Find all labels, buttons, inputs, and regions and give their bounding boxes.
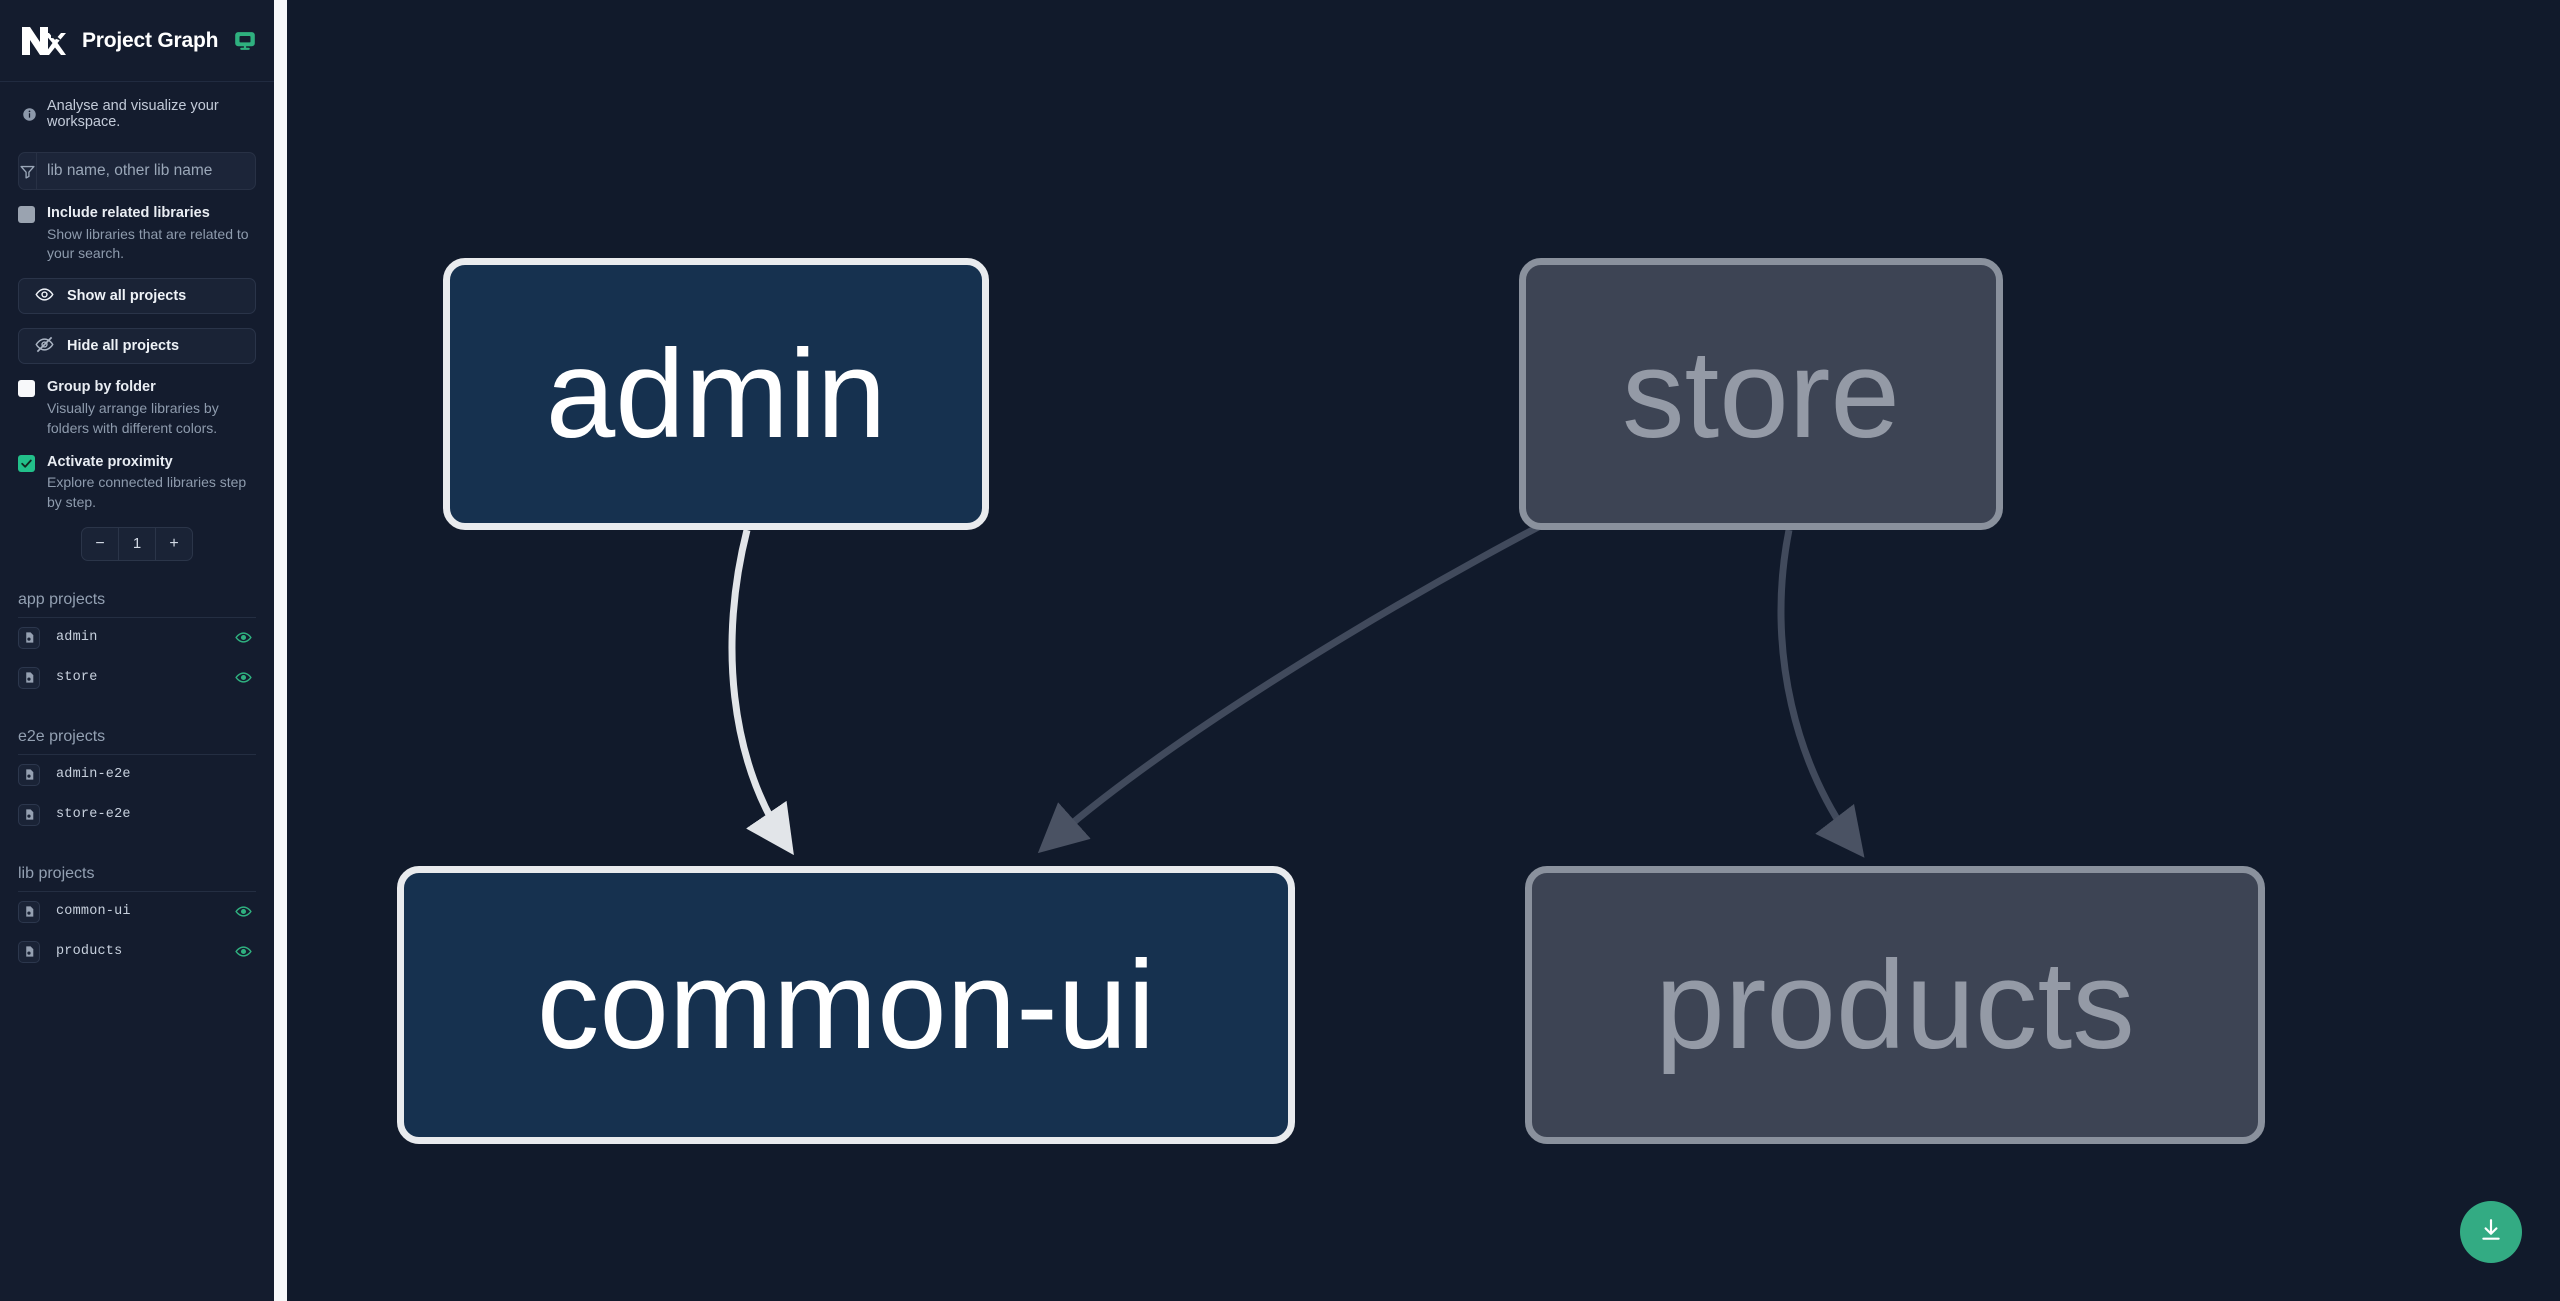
show-all-projects-button[interactable]: Show all projects <box>18 278 256 315</box>
visibility-eye-icon[interactable] <box>235 629 252 646</box>
group-by-folder-label: Group by folder <box>47 379 156 396</box>
nx-logo <box>18 21 66 61</box>
activate-proximity-option[interactable]: Activate proximity Explore connected lib… <box>0 439 274 513</box>
list-item[interactable]: admin <box>14 618 260 658</box>
sidebar: Project Graph Analyse and visualize your… <box>0 0 274 1301</box>
visibility-eye-icon[interactable] <box>235 943 252 960</box>
include-related-description: Show libraries that are related to your … <box>47 225 249 262</box>
edge-store-to-products <box>1777 529 1865 858</box>
hide-all-projects-label: Hide all projects <box>67 338 180 355</box>
project-file-icon <box>18 666 40 689</box>
project-name: store <box>56 670 98 686</box>
sidebar-tagline: Analyse and visualize your workspace. <box>0 82 274 142</box>
graph-canvas[interactable]: admin store common-ui products <box>287 0 2560 1301</box>
filter-funnel-icon <box>19 153 37 189</box>
section-title-lib-projects: lib projects <box>18 865 256 892</box>
section-title-app-projects: app projects <box>18 591 256 618</box>
proximity-decrement-button[interactable]: − <box>95 534 105 552</box>
sidebar-header: Project Graph <box>0 0 274 82</box>
group-by-folder-option[interactable]: Group by folder Visually arrange librari… <box>0 364 274 438</box>
include-related-checkbox[interactable] <box>18 206 35 223</box>
eye-icon <box>35 285 54 308</box>
info-icon <box>22 107 37 122</box>
search-input[interactable] <box>37 153 255 189</box>
graph-node-products[interactable]: products <box>1525 866 2265 1144</box>
project-name: products <box>56 944 123 960</box>
sidebar-scrollbar[interactable] <box>274 0 287 1301</box>
project-file-icon <box>18 940 40 963</box>
graph-node-admin[interactable]: admin <box>443 258 989 530</box>
graph-node-store[interactable]: store <box>1519 258 2003 530</box>
project-name: admin-e2e <box>56 767 131 783</box>
graph-node-label: store <box>1622 324 1900 464</box>
list-item[interactable]: products <box>14 932 260 972</box>
list-item[interactable]: store-e2e <box>14 795 260 835</box>
proximity-value: 1 <box>118 527 156 560</box>
section-title-e2e-projects: e2e projects <box>18 728 256 755</box>
activate-proximity-description: Explore connected libraries step by step… <box>47 474 247 511</box>
graph-node-label: products <box>1655 935 2135 1075</box>
include-related-libraries-option[interactable]: Include related libraries Show libraries… <box>0 190 274 264</box>
project-file-icon <box>18 626 40 649</box>
project-name: store-e2e <box>56 807 131 823</box>
visibility-eye-icon[interactable] <box>235 669 252 686</box>
activate-proximity-label: Activate proximity <box>47 453 173 470</box>
show-all-projects-label: Show all projects <box>67 288 187 305</box>
list-item[interactable]: store <box>14 658 260 698</box>
project-name: common-ui <box>56 904 131 920</box>
group-by-folder-description: Visually arrange libraries by folders wi… <box>47 399 219 436</box>
hide-all-projects-button[interactable]: Hide all projects <box>18 328 256 365</box>
graph-node-common-ui[interactable]: common-ui <box>397 866 1295 1144</box>
proximity-increment-button[interactable]: + <box>169 534 179 552</box>
project-file-icon <box>18 803 40 826</box>
edge-store-to-common-ui <box>1037 486 1613 854</box>
include-related-label: Include related libraries <box>47 205 210 221</box>
search-box[interactable] <box>18 152 256 190</box>
list-item[interactable]: common-ui <box>14 892 260 932</box>
graph-node-label: common-ui <box>536 935 1156 1075</box>
page-title: Project Graph <box>82 28 219 52</box>
visibility-eye-icon[interactable] <box>235 903 252 920</box>
download-graph-button[interactable] <box>2460 1201 2522 1263</box>
proximity-stepper[interactable]: − 1 + <box>81 526 193 561</box>
download-icon <box>2478 1217 2504 1248</box>
edge-admin-to-common-ui <box>728 529 794 856</box>
eye-off-icon <box>35 335 54 358</box>
graph-node-label: admin <box>545 324 887 464</box>
project-name: admin <box>56 630 98 646</box>
project-file-icon <box>18 900 40 923</box>
list-item[interactable]: admin-e2e <box>14 755 260 795</box>
tagline-text: Analyse and visualize your workspace. <box>47 98 219 130</box>
group-by-folder-checkbox[interactable] <box>18 380 35 398</box>
monitor-icon[interactable] <box>234 30 256 52</box>
project-file-icon <box>18 763 40 786</box>
activate-proximity-checkbox[interactable] <box>18 454 35 472</box>
